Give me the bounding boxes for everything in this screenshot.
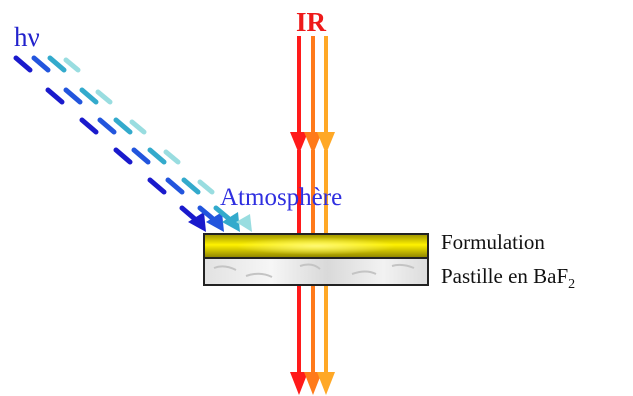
uv-arrowhead-dark	[188, 212, 206, 232]
ir-beams-incident	[290, 36, 335, 234]
ir-arrowhead-bottom-amber	[317, 372, 335, 395]
ir-arrowhead-bottom-orange	[304, 372, 322, 395]
formulation-label: Formulation	[441, 230, 545, 254]
formulation-layer	[203, 233, 429, 259]
ir-beams-transmitted	[290, 285, 335, 395]
infrared-label: IR	[296, 7, 327, 37]
uv-rays	[13, 55, 252, 232]
pellet-layer	[203, 257, 429, 286]
photon-label: hν	[14, 22, 40, 52]
ir-arrowhead-amber	[317, 132, 335, 154]
ir-arrowhead-red	[290, 132, 308, 154]
pellet-label-text: Pastille en BaF	[441, 264, 569, 288]
ir-arrowhead-orange	[304, 132, 322, 154]
uv-arrowhead-light	[236, 214, 252, 232]
uv-arrowhead-teal	[222, 212, 240, 232]
pellet-label-subscript: 2	[568, 277, 576, 292]
uv-arrowhead-blue	[206, 212, 224, 232]
ir-arrowhead-bottom-red	[290, 372, 308, 395]
atmosphere-label: Atmosphère	[220, 184, 343, 211]
pellet-label: Pastille en BaF2	[441, 266, 575, 292]
